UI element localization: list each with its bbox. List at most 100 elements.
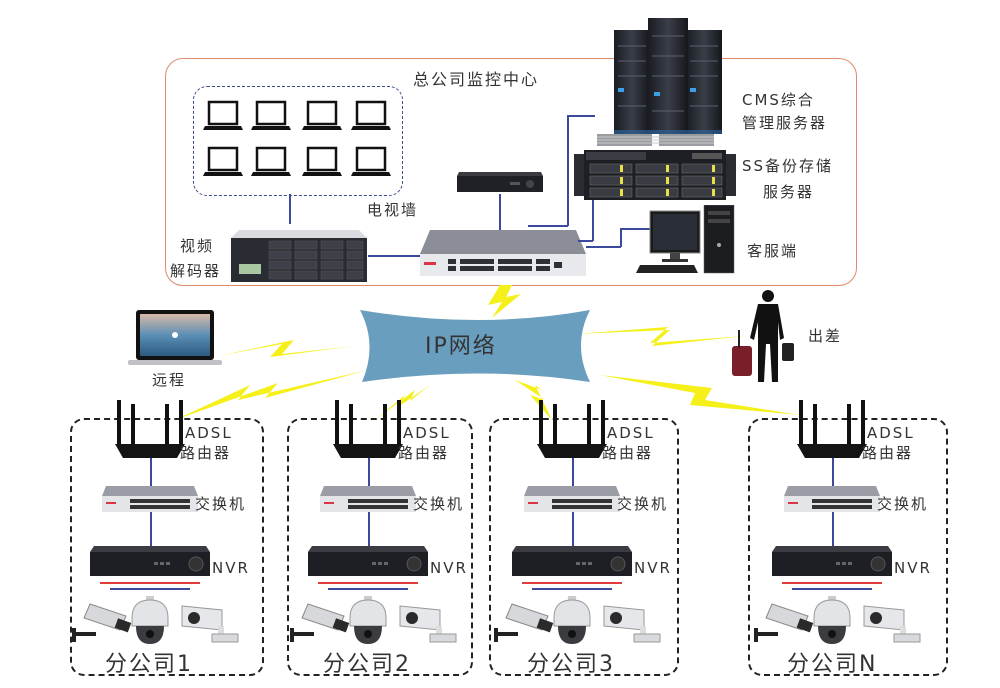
box-camera-icon <box>178 602 240 646</box>
lightning-remote <box>218 340 355 357</box>
branch-switch-icon <box>782 484 882 514</box>
tv-wall-group <box>193 86 403 196</box>
tv-monitor-icon <box>351 100 391 132</box>
branch-container <box>489 418 679 676</box>
switch-client-link-h <box>586 246 621 248</box>
switch-nvr-link <box>572 512 574 548</box>
client-label: 客服端 <box>747 242 799 260</box>
nvr-label: NVR <box>212 559 250 577</box>
branch-container <box>287 418 473 676</box>
bullet-camera-icon <box>754 600 816 644</box>
decoder-switch-link <box>368 255 423 257</box>
switch-cms-link-v <box>567 115 569 226</box>
adsl-router-icon <box>535 400 609 460</box>
tv-monitor-icon <box>351 146 391 178</box>
lightning-branch1 <box>175 370 368 420</box>
box-camera-icon <box>600 602 662 646</box>
tv-monitor-icon <box>203 100 243 132</box>
camera-data-wire <box>110 588 190 590</box>
switch-nvr-link <box>832 512 834 548</box>
ip-network-label: IP网络 <box>425 334 497 359</box>
router-switch-link <box>150 458 152 490</box>
router-label-1: ADSL <box>403 424 451 442</box>
bullet-camera-icon <box>494 600 556 644</box>
box-camera-icon <box>396 602 458 646</box>
router-label-2: 路由器 <box>602 444 654 462</box>
nvr-label: NVR <box>894 559 932 577</box>
lightning-travel <box>575 327 745 346</box>
hq-nvr-link <box>499 194 501 232</box>
router-label-2: 路由器 <box>862 444 914 462</box>
switch-label: 交换机 <box>195 495 247 513</box>
switch-nvr-link <box>368 512 370 548</box>
camera-data-wire <box>532 588 612 590</box>
dome-camera-icon <box>128 596 172 648</box>
tv-monitor-icon <box>203 146 243 178</box>
nvr-label: NVR <box>634 559 672 577</box>
branch-switch-icon <box>318 484 418 514</box>
camera-power-wire <box>782 582 882 584</box>
branch-switch-icon <box>522 484 622 514</box>
camera-data-wire <box>328 588 408 590</box>
tv-wall-link <box>289 194 291 224</box>
router-label-1: ADSL <box>185 424 233 442</box>
switch-storage-link-h <box>578 240 593 242</box>
hq-nvr-icon <box>455 170 545 194</box>
client-pc-icon <box>632 205 742 277</box>
switch-label: 交换机 <box>413 495 465 513</box>
nvr-label: NVR <box>430 559 468 577</box>
remote-label: 远程 <box>152 371 187 389</box>
cms-server-label-2: 管理服务器 <box>742 114 828 132</box>
video-decoder-label-1: 视频 <box>180 237 215 255</box>
storage-server-label-2: 服务器 <box>763 183 815 201</box>
switch-client-link-h2 <box>620 228 650 230</box>
switch-cms-link-h <box>528 225 568 227</box>
switch-storage-link-v <box>592 200 594 241</box>
tv-wall-label: 电视墙 <box>367 201 419 219</box>
nvr-icon <box>88 544 212 578</box>
dome-camera-icon <box>346 596 390 648</box>
adsl-router-icon <box>113 400 187 460</box>
router-switch-link <box>572 458 574 490</box>
switch-cms-link-h2 <box>567 115 595 117</box>
tv-monitor-icon <box>251 100 291 132</box>
camera-power-wire <box>318 582 418 584</box>
switch-nvr-link <box>150 512 152 548</box>
branch-switch-icon <box>100 484 200 514</box>
router-label-1: ADSL <box>607 424 655 442</box>
nvr-icon <box>306 544 430 578</box>
core-switch-icon <box>418 228 588 278</box>
ip-network-cloud <box>360 310 590 382</box>
switch-label: 交换机 <box>617 495 669 513</box>
nvr-icon <box>510 544 634 578</box>
router-label-2: 路由器 <box>180 444 232 462</box>
router-switch-link <box>368 458 370 490</box>
branch-title: 分公司N <box>787 652 878 677</box>
router-label-1: ADSL <box>867 424 915 442</box>
lightning-branch2 <box>375 385 430 420</box>
switch-label: 交换机 <box>877 495 929 513</box>
lightning-branchN <box>600 375 800 415</box>
router-label-2: 路由器 <box>398 444 450 462</box>
nvr-icon <box>770 544 894 578</box>
branch-title: 分公司3 <box>527 652 615 677</box>
lightning-hq <box>488 285 521 318</box>
storage-server-icon <box>574 150 736 202</box>
bullet-camera-icon <box>72 600 134 644</box>
camera-power-wire <box>522 582 622 584</box>
video-decoder-label-2: 解码器 <box>170 262 222 280</box>
camera-data-wire <box>792 588 872 590</box>
branch-title: 分公司1 <box>105 652 193 677</box>
adsl-router-icon <box>331 400 405 460</box>
video-decoder-icon <box>229 222 369 284</box>
dome-camera-icon <box>550 596 594 648</box>
cms-server-label-1: CMS综合 <box>742 91 815 109</box>
storage-server-label-1: SS备份存储 <box>742 157 834 175</box>
tv-monitor-icon <box>302 100 342 132</box>
lightning-branch3 <box>515 380 552 420</box>
router-switch-link <box>832 458 834 490</box>
dome-camera-icon <box>810 596 854 648</box>
tv-monitor-icon <box>251 146 291 178</box>
rack-rails <box>597 134 717 146</box>
